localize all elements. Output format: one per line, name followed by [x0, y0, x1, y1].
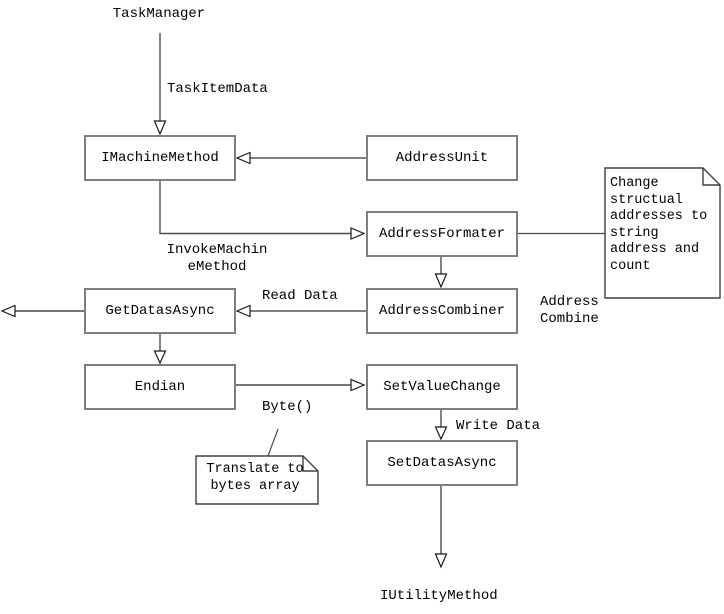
- node-setdatasasync: SetDatasAsync: [366, 440, 518, 486]
- node-addresscombiner: AddressCombiner: [366, 288, 518, 334]
- edge-imachinemethod-addressformater: [159, 181, 351, 235]
- node-getdatasasync: GetDatasAsync: [84, 288, 236, 334]
- note-shape-translate-bytes: [195, 455, 319, 505]
- node-setvaluechange-label: SetValueChange: [383, 379, 501, 395]
- arrowheads: [0, 120, 448, 569]
- node-endian-label: Endian: [134, 379, 186, 395]
- edge-label-invokemachinemethod: InvokeMachin eMethod: [166, 242, 268, 275]
- node-addressunit-label: AddressUnit: [395, 150, 489, 166]
- arrowhead-down-iutilitymethod: [434, 553, 448, 569]
- arrowhead-left-getdatasasync: [235, 304, 251, 318]
- node-getdatasasync-label: GetDatasAsync: [105, 303, 215, 319]
- note-change-structual-text: Change structual addresses to string add…: [610, 176, 708, 274]
- node-setvaluechange: SetValueChange: [366, 364, 518, 410]
- arrowhead-down-imachinemethod: [153, 120, 167, 136]
- node-addressformater-label: AddressFormater: [378, 226, 506, 242]
- edge-label-addresscombine: Address Combine: [540, 294, 599, 327]
- arrowhead-left-exit: [0, 304, 16, 318]
- node-endian: Endian: [84, 364, 236, 410]
- arrowhead-down-endian: [153, 350, 167, 365]
- arrowhead-down-addresscombiner: [434, 273, 448, 289]
- edge-label-writedata: Write Data: [456, 418, 541, 434]
- edge-label-taskitemdata: TaskItemData: [167, 81, 268, 97]
- edge-label-byte: Byte(): [262, 399, 313, 415]
- node-iutilitymethod-label: IUtilityMethod: [380, 588, 498, 604]
- arrowhead-down-setdatasasync: [434, 426, 448, 441]
- node-setdatasasync-label: SetDatasAsync: [387, 455, 497, 471]
- note-shape-change-structual: [604, 167, 721, 299]
- node-addresscombiner-label: AddressCombiner: [378, 303, 506, 319]
- edge-byte-note-connector: [267, 428, 279, 457]
- node-addressformater: AddressFormater: [366, 211, 518, 257]
- node-imachinemethod-label: IMachineMethod: [101, 150, 219, 166]
- arrowhead-right-setvaluechange: [350, 378, 366, 392]
- edge-label-readdata: Read Data: [262, 288, 338, 304]
- arrowhead-right-addressformater: [350, 227, 366, 240]
- arrowhead-left-imachinemethod: [235, 151, 251, 165]
- node-taskmanager-label: TaskManager: [112, 6, 206, 22]
- node-addressunit: AddressUnit: [366, 135, 518, 181]
- node-imachinemethod: IMachineMethod: [84, 135, 236, 181]
- note-translate-bytes-text: Translate to bytes array: [206, 462, 304, 494]
